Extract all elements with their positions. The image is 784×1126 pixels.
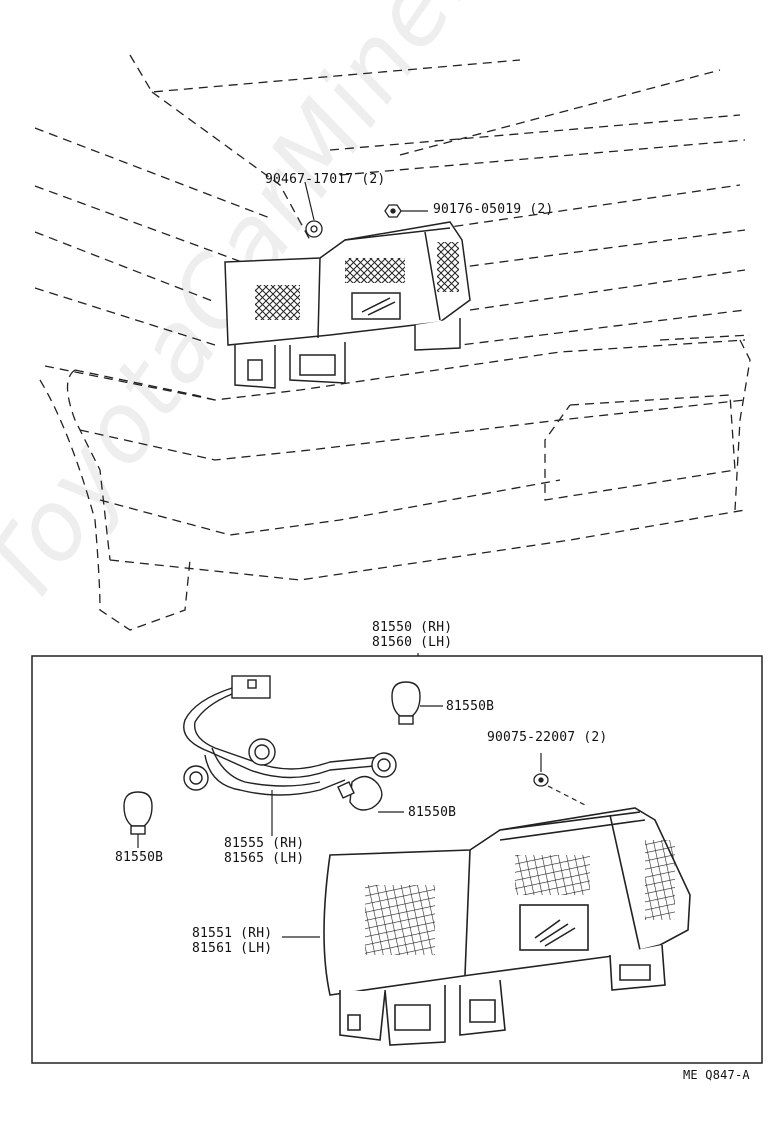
bulb-left [123, 791, 153, 835]
socket-wire-harness [183, 675, 397, 796]
vehicle-body-outline [34, 54, 751, 631]
callout-nut: 90176-05019 (2) [433, 202, 554, 217]
mounted-lamp-assembly [224, 221, 471, 389]
bulb-right [337, 775, 383, 811]
screw-90467 [305, 220, 323, 238]
callout-lamp-assembly: 81550 (RH)81560 (LH) [372, 620, 453, 650]
bulb-top [391, 681, 421, 725]
exploded-view-frame [31, 655, 763, 1064]
lens-housing-assembly [323, 807, 691, 1046]
nut-90176 [384, 204, 402, 218]
figure-id: ME Q847-A [683, 1068, 750, 1082]
callout-bulb-left: 81550B [115, 850, 164, 865]
callout-bulb-top: 81550B [446, 699, 495, 714]
callout-lens-housing: 81551 (RH)81561 (LH) [192, 926, 273, 956]
callout-bulb-right: 81550B [408, 805, 457, 820]
leader-screw [304, 181, 315, 221]
callout-screw: 90467-17017 (2) [265, 172, 386, 187]
callout-socket-wire: 81555 (RH)81565 (LH) [224, 836, 305, 866]
callout-washer: 90075-22007 (2) [487, 730, 608, 745]
washer-90075 [533, 773, 549, 787]
